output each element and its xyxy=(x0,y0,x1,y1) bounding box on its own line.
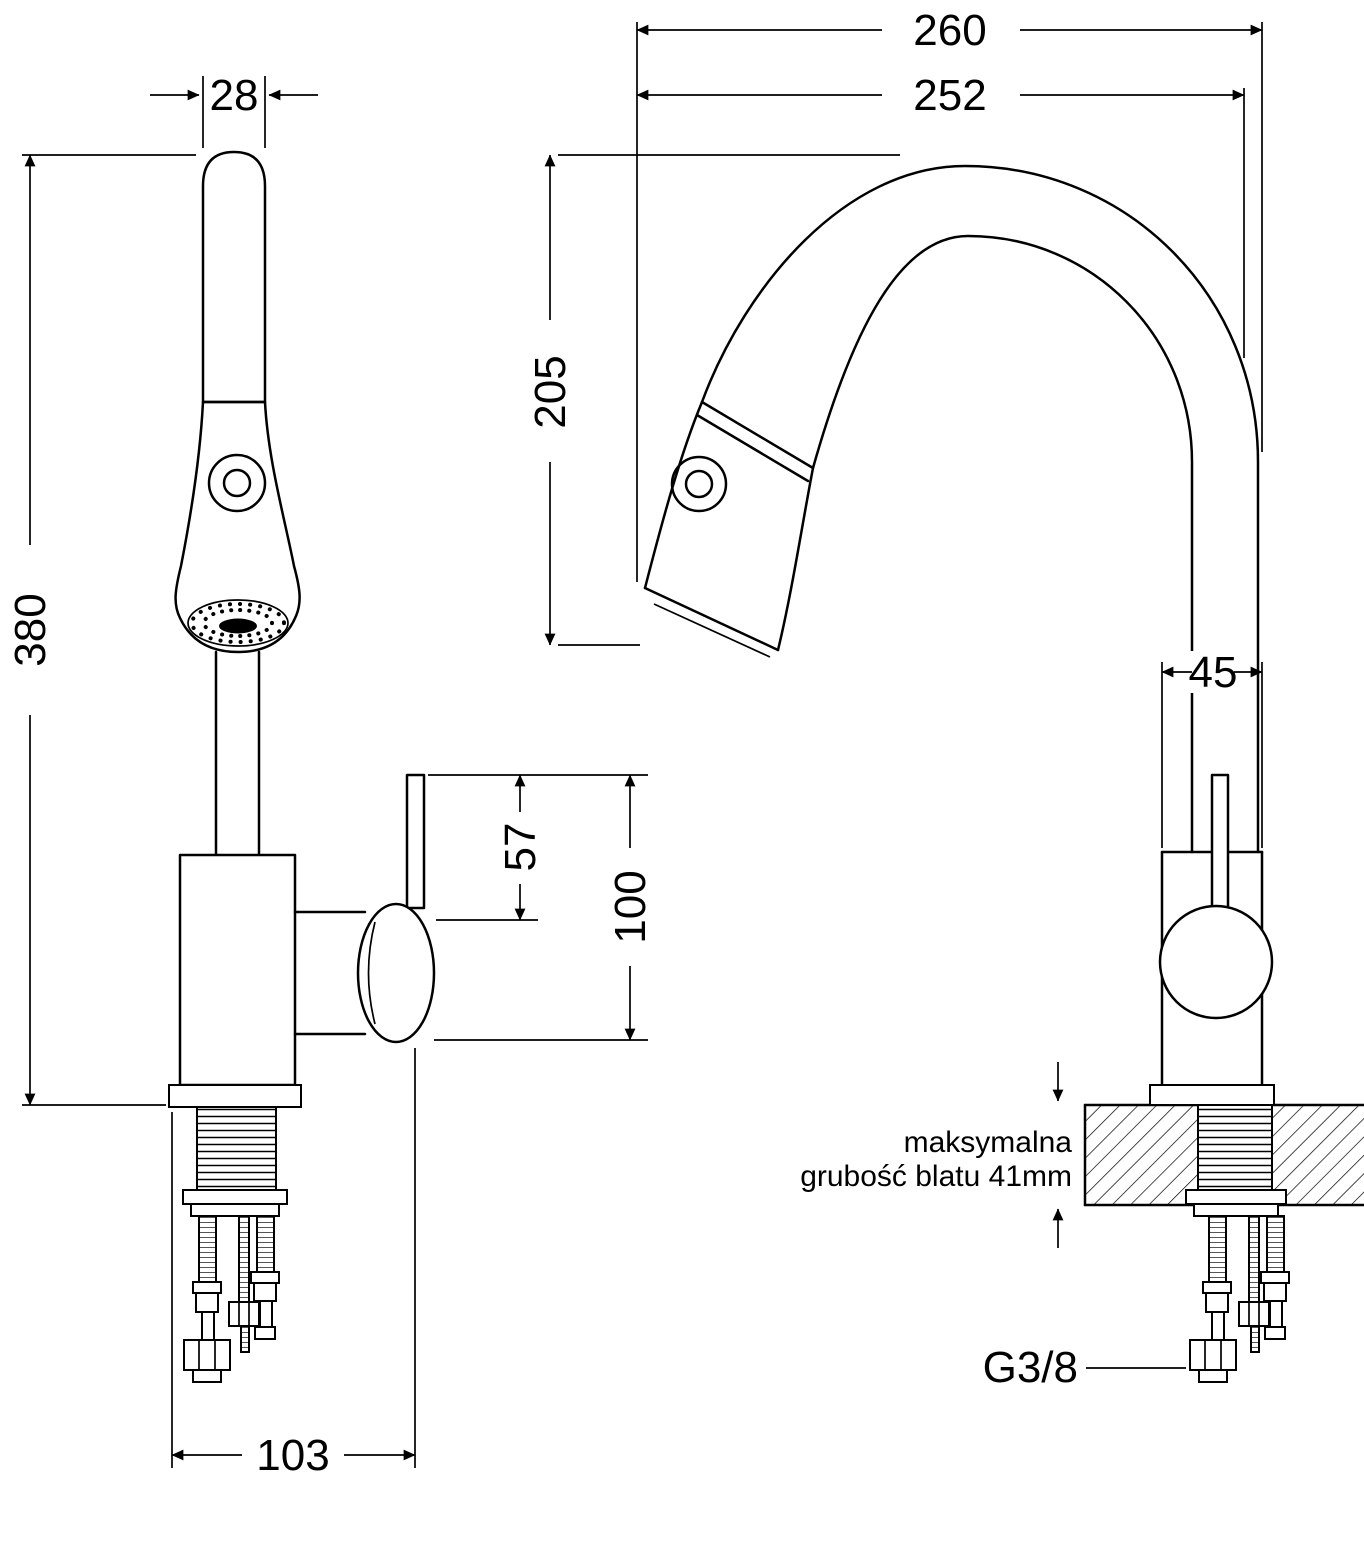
front-aerator xyxy=(187,599,289,647)
dim-base-depth-label: 103 xyxy=(256,1431,329,1480)
dim-spout-clearance: 205 xyxy=(526,154,900,646)
side-spray-button-icon xyxy=(670,455,728,513)
countertop-thickness: maksymalna grubość blatu 41mm xyxy=(800,1062,1072,1248)
front-hoses xyxy=(183,1215,280,1383)
dimensions: 28 380 57 100 xyxy=(6,6,1263,1480)
dim-reach-outer: 260 xyxy=(636,6,1263,582)
dim-handle-height-label: 100 xyxy=(606,870,655,943)
countertop-note-line1: maksymalna xyxy=(904,1126,1073,1159)
dim-lever-height: 57 xyxy=(428,774,648,921)
side-shank xyxy=(1197,1104,1273,1191)
countertop xyxy=(1083,1103,1364,1207)
side-lever-rod xyxy=(1210,773,1230,910)
dim-reach-inner-label: 252 xyxy=(913,71,986,120)
side-hex-fitting xyxy=(1189,1339,1237,1371)
side-locknut xyxy=(1193,1203,1279,1217)
dim-handle-height: 100 xyxy=(434,774,655,1041)
front-shank xyxy=(196,1106,277,1191)
dim-total-height: 380 xyxy=(6,154,196,1106)
front-body xyxy=(178,853,297,1087)
front-lever-rod xyxy=(405,773,426,910)
front-base-plate xyxy=(168,1084,302,1108)
dim-total-height-label: 380 xyxy=(6,593,55,666)
dim-reach-outer-label: 260 xyxy=(913,6,986,55)
side-view xyxy=(643,164,1364,1383)
side-spout-inner xyxy=(776,234,1194,854)
front-hex-fitting xyxy=(183,1339,231,1371)
side-hoses xyxy=(1189,1215,1290,1383)
side-washer xyxy=(1185,1189,1287,1205)
dim-base-depth: 103 xyxy=(171,1048,416,1480)
dim-body-width-label: 45 xyxy=(1189,648,1238,697)
dim-thread-label: G3/8 xyxy=(983,1343,1078,1392)
dim-lever-height-label: 57 xyxy=(496,823,545,872)
dim-reach-inner: 252 xyxy=(636,71,1245,358)
dim-spout-clearance-label: 205 xyxy=(526,355,575,428)
front-spray-button-icon xyxy=(207,453,267,513)
dim-spout-width-label: 28 xyxy=(210,71,259,120)
side-handle-pivot xyxy=(1158,904,1274,1020)
countertop-note-line2: grubość blatu 41mm xyxy=(800,1160,1072,1193)
front-locknut xyxy=(190,1203,280,1217)
side-spout-outer xyxy=(643,164,1260,854)
dim-spout-width: 28 xyxy=(150,71,318,148)
front-handle xyxy=(293,773,436,1044)
front-spray-head xyxy=(174,400,301,654)
dim-thread: G3/8 xyxy=(983,1343,1186,1392)
front-view xyxy=(168,150,436,1383)
front-handle-socket xyxy=(356,902,436,1044)
side-base-plate xyxy=(1149,1084,1275,1106)
dim-body-width: 45 xyxy=(1161,648,1263,848)
front-spout-tube xyxy=(201,150,267,402)
front-washer xyxy=(182,1189,288,1205)
